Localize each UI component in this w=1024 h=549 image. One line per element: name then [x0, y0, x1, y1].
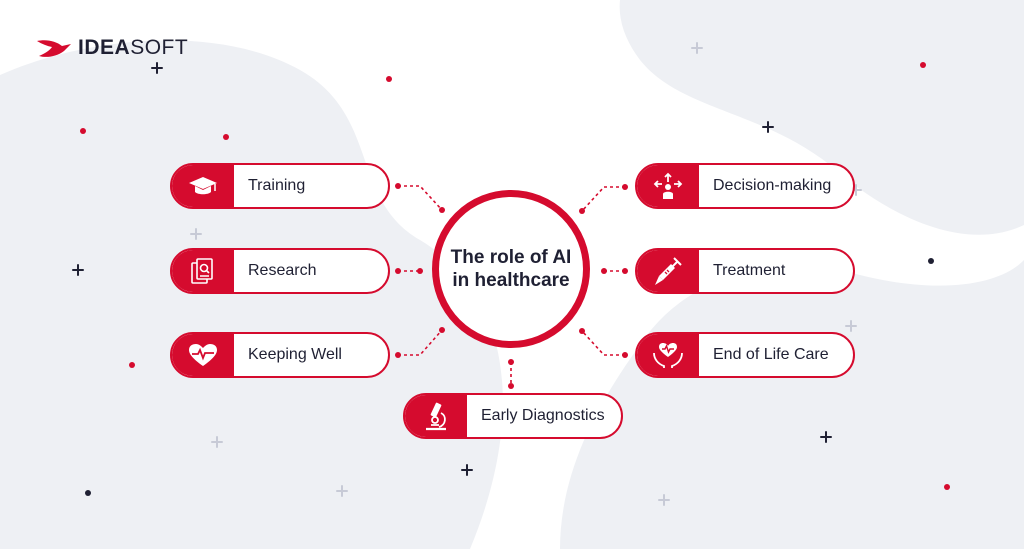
dot-mark — [386, 76, 392, 82]
node-label-keeping-well: Keeping Well — [248, 346, 342, 363]
plus-mark — [211, 436, 223, 448]
connector-dot — [439, 327, 445, 333]
plus-mark — [762, 121, 774, 133]
dot-mark — [920, 62, 926, 68]
heart-pulse-icon — [189, 344, 217, 366]
connector-dots — [395, 183, 628, 389]
node-training: Training — [170, 163, 390, 209]
graduation-cap-icon — [189, 177, 217, 195]
hands-heart-icon — [653, 343, 683, 368]
connectors — [398, 185, 625, 386]
connector-dot — [439, 207, 445, 213]
connector-dot — [601, 268, 607, 274]
node-end-of-life-care: End of Life Care — [635, 332, 855, 378]
connector-dot — [395, 268, 401, 274]
connector-dot — [508, 383, 514, 389]
node-icon-cell — [172, 250, 234, 292]
connector-dot — [508, 359, 514, 365]
node-label-research: Research — [248, 262, 317, 279]
dot-mark — [944, 484, 950, 490]
node-keeping-well: Keeping Well — [170, 332, 390, 378]
node-icon-cell — [172, 334, 234, 376]
node-icon-cell — [172, 165, 234, 207]
plus-mark — [845, 320, 857, 332]
node-research: Research — [170, 248, 390, 294]
node-decision-making: Decision-making — [635, 163, 855, 209]
connector-dot — [622, 352, 628, 358]
connector-training — [398, 185, 443, 211]
plus-mark — [658, 494, 670, 506]
node-icon-cell — [405, 395, 467, 437]
plus-marks — [72, 42, 862, 506]
dot-mark — [85, 490, 91, 496]
connector-dot — [395, 183, 401, 189]
plus-mark — [72, 264, 84, 276]
node-icon-cell — [637, 334, 699, 376]
documents-search-icon — [191, 258, 213, 284]
node-icon-cell — [637, 165, 699, 207]
node-label-end-of-life-care: End of Life Care — [713, 346, 829, 363]
node-label-early-diagnostics: Early Diagnostics — [481, 407, 605, 424]
node-label-decision-making: Decision-making — [713, 177, 832, 194]
center-title-line-1: The role of AI — [450, 247, 572, 268]
node-label-treatment: Treatment — [713, 262, 786, 279]
plus-mark — [190, 228, 202, 240]
connector-keeping-well — [398, 329, 443, 356]
center-title-line-2: in healthcare — [452, 270, 570, 291]
node-early-diagnostics: Early Diagnostics — [403, 393, 623, 439]
plus-mark — [691, 42, 703, 54]
connector-dot — [417, 268, 423, 274]
dot-mark — [129, 362, 135, 368]
connector-end-of-life — [581, 330, 625, 356]
dot-marks — [80, 62, 950, 496]
top-right-blob — [619, 0, 1024, 235]
plus-mark — [461, 464, 473, 476]
connector-dot — [395, 352, 401, 358]
center-title: The role of AI in healthcare — [446, 246, 576, 292]
brand-name: IDEASOFT — [78, 36, 188, 60]
connector-dot — [579, 208, 585, 214]
node-treatment: Treatment — [635, 248, 855, 294]
node-icon-cell — [637, 250, 699, 292]
plus-mark — [151, 62, 163, 74]
connector-dot — [622, 268, 628, 274]
dot-mark — [80, 128, 86, 134]
decision-arrows-icon — [653, 172, 683, 199]
bottom-right-blob — [560, 260, 1024, 549]
brand-name-light: SOFT — [130, 36, 189, 59]
bird-logo-icon — [37, 40, 71, 57]
dot-mark — [223, 134, 229, 140]
brand-name-bold: IDEA — [78, 36, 131, 59]
center-circle: The role of AI in healthcare — [432, 190, 590, 348]
connector-dot — [579, 328, 585, 334]
dot-mark — [928, 258, 934, 264]
connector-dot — [622, 184, 628, 190]
node-label-training: Training — [248, 177, 306, 194]
plus-mark — [336, 485, 348, 497]
connector-decision-making — [581, 186, 625, 212]
plus-mark — [820, 431, 832, 443]
brand-logo[interactable]: IDEASOFT — [36, 36, 188, 60]
left-blob — [0, 40, 503, 549]
syringe-icon — [655, 257, 682, 285]
microscope-icon — [426, 402, 446, 431]
